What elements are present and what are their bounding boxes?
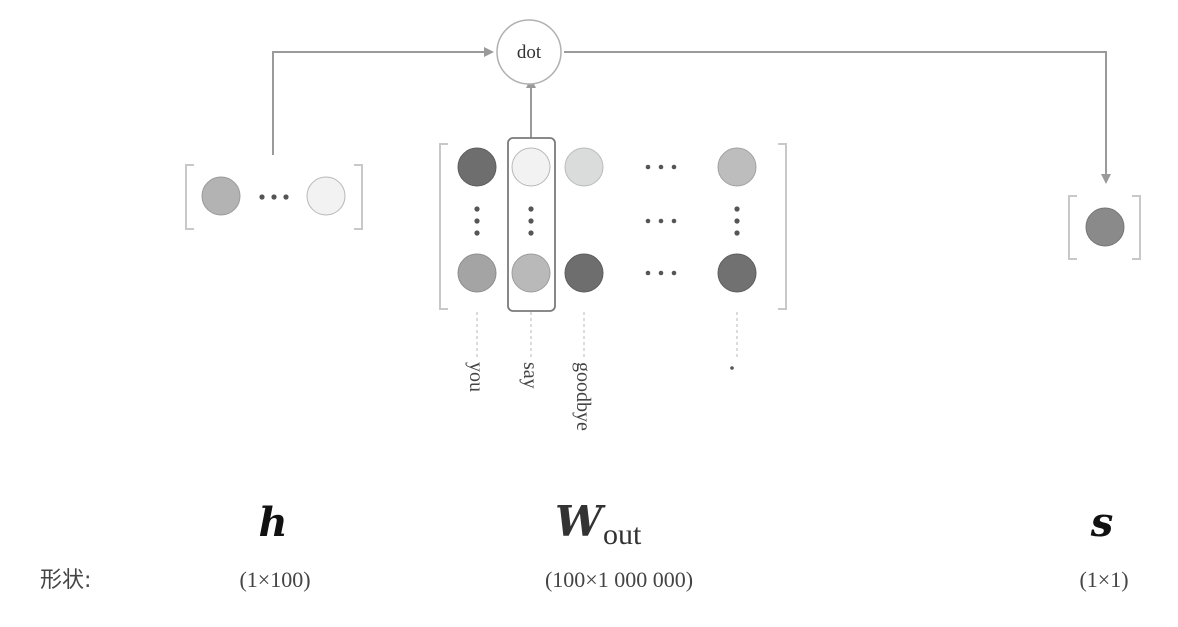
h-ellipsis-icon — [259, 194, 289, 200]
label-s: s — [1090, 499, 1114, 546]
wout-cell-you-top — [457, 147, 497, 187]
s-vector — [1068, 195, 1141, 260]
word-label-say: say — [519, 362, 541, 389]
s-element — [1085, 207, 1125, 247]
s-bracket-right — [1132, 195, 1141, 260]
wout-matrix: you say goodbye — [439, 137, 787, 431]
h-to-dot-arrow — [272, 47, 494, 155]
label-w-subscript: out — [603, 518, 642, 551]
label-w: W — [555, 497, 606, 546]
wout-cell-goodbye-bottom — [564, 253, 604, 293]
h-bracket-left — [185, 164, 194, 230]
word-label-you: you — [465, 362, 487, 392]
h-bracket-right — [354, 164, 363, 230]
h-element-last — [306, 176, 346, 216]
dot-to-s-arrow — [564, 51, 1111, 184]
wout-cell-you-bottom — [457, 253, 497, 293]
word-label-goodbye: goodbye — [572, 362, 594, 431]
wout-bracket-left — [439, 143, 448, 310]
h-element-first — [201, 176, 241, 216]
dot-node-label: dot — [517, 42, 542, 63]
wout-cell-last-top — [717, 147, 757, 187]
shape-prefix: 形状: — [40, 568, 91, 593]
connections — [272, 47, 1111, 184]
dot-node: dot — [496, 19, 562, 85]
vertical-ellipsis-icon — [474, 206, 740, 236]
wout-bracket-right — [778, 143, 787, 310]
s-bracket-left — [1068, 195, 1077, 260]
wout-cell-say-top — [511, 147, 551, 187]
shape-w: (100×1 000 000) — [545, 567, 693, 592]
wout-cell-say-bottom — [511, 253, 551, 293]
label-h: h — [258, 499, 287, 546]
h-vector — [185, 164, 363, 230]
trailing-column-dot — [730, 366, 734, 370]
dot-node-circle — [496, 19, 562, 85]
horizontal-ellipsis-icon — [645, 164, 677, 276]
shape-s: (1×1) — [1079, 567, 1128, 592]
column-guides — [476, 312, 738, 358]
wout-cell-last-bottom — [717, 253, 757, 293]
selected-column-highlight — [507, 137, 556, 312]
wout-cell-goodbye-top — [564, 147, 604, 187]
shape-h: (1×100) — [239, 567, 310, 592]
